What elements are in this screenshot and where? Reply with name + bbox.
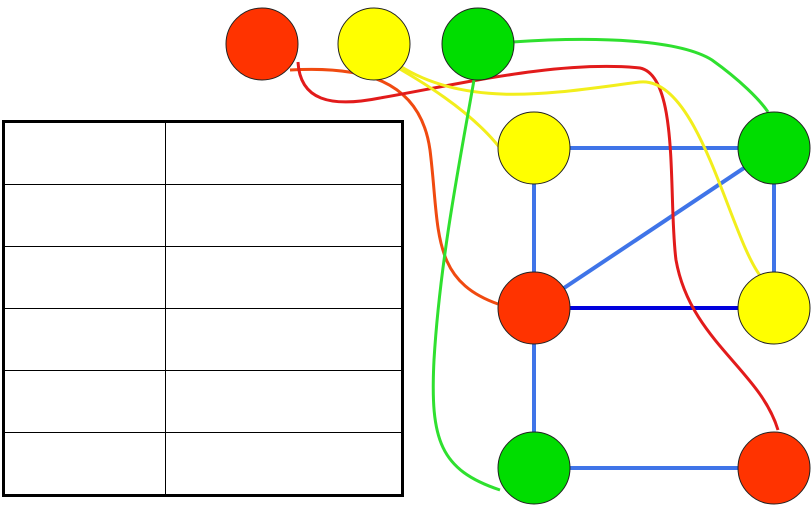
table-cell bbox=[165, 121, 403, 185]
curve-palette-green-to-n-bottom-left bbox=[431, 79, 501, 492]
table-cell bbox=[165, 432, 403, 496]
table-cell bbox=[3, 308, 166, 371]
table-cell bbox=[3, 246, 166, 309]
table-row bbox=[3, 370, 403, 433]
table-cell bbox=[3, 184, 166, 247]
assignment-curves bbox=[289, 37, 780, 492]
table-row bbox=[3, 184, 403, 247]
graph-node-n-bottom-left bbox=[497, 431, 571, 505]
graph-node-n-bottom-right bbox=[737, 431, 811, 505]
table-cell bbox=[165, 308, 403, 371]
curve-palette-green-to-n-top-right bbox=[511, 37, 770, 113]
table-cell bbox=[165, 184, 403, 247]
table-row bbox=[3, 121, 403, 185]
graph-node-n-mid-left bbox=[497, 271, 571, 345]
graph-node-n-top-left bbox=[497, 111, 571, 185]
table-row bbox=[3, 246, 403, 309]
table-cell bbox=[3, 121, 166, 185]
table-cell bbox=[3, 370, 166, 433]
curve-palette-red-to-n-bottom-right bbox=[296, 61, 780, 431]
table-row bbox=[3, 308, 403, 371]
palette-node-palette-green bbox=[441, 7, 515, 81]
graph-node-n-top-right bbox=[737, 111, 811, 185]
edge-n-top-right-n-mid-left bbox=[532, 146, 776, 310]
graph-node-n-mid-right bbox=[737, 271, 811, 345]
table-cell bbox=[3, 432, 166, 496]
legend-table bbox=[2, 120, 404, 497]
curve-palette-yellow-to-n-mid-right bbox=[399, 64, 764, 279]
table-cell bbox=[165, 246, 403, 309]
graph-nodes bbox=[225, 7, 811, 505]
palette-node-palette-yellow bbox=[337, 7, 411, 81]
palette-node-palette-red bbox=[225, 7, 299, 81]
table-cell bbox=[165, 370, 403, 433]
table-row bbox=[3, 432, 403, 496]
